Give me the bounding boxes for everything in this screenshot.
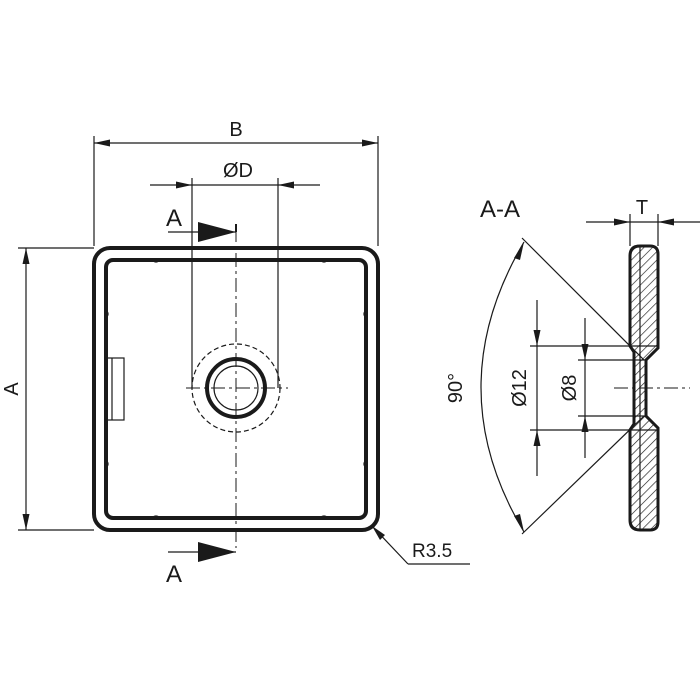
dimension-thickness: T [586,197,700,246]
corner-radius-callout: R3.5 [371,525,470,565]
angle-label: 90° [445,373,467,403]
dimension-hole-diameter: ØD [150,160,320,388]
thickness-label: T [636,197,648,219]
section-marker-top: A [166,205,237,242]
section-marker-bottom: A [166,542,236,588]
dimension-angle: 90° [445,237,645,535]
width-label: B [229,119,242,141]
hole-diameter-label: ØD [223,160,253,182]
dimension-a: A [1,247,94,531]
countersink-outer-label: Ø12 [509,369,531,407]
side-tab [105,357,125,421]
dimension-countersink-inner: Ø8 [559,318,634,458]
dimension-b: B [93,119,379,246]
section-label-bottom: A [166,561,182,588]
front-view [92,228,380,548]
corner-radius-label: R3.5 [412,541,452,562]
inner-border-notches [105,259,367,519]
section-view-title: A-A [480,196,520,223]
section-view: A-A [480,196,690,532]
section-label-top: A [166,205,182,232]
dimension-countersink-outer: Ø12 [509,300,630,476]
height-label: A [1,382,23,396]
countersink-inner-label: Ø8 [559,375,581,402]
